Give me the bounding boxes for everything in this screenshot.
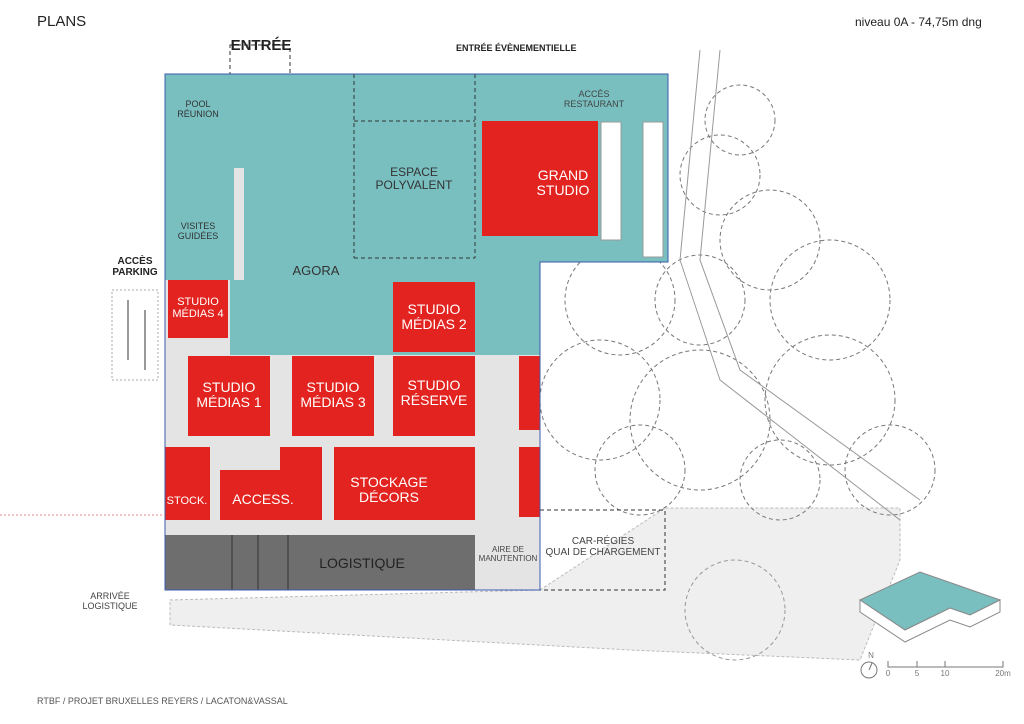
road-outline bbox=[679, 49, 921, 661]
stockage-decors bbox=[334, 447, 475, 520]
scale-tick: 0 bbox=[885, 669, 891, 678]
ground-area bbox=[169, 507, 901, 661]
scale-tick: 10 bbox=[940, 669, 950, 678]
studio-medias-3 bbox=[292, 356, 374, 436]
scale-tick: 5 bbox=[914, 669, 920, 678]
access bbox=[220, 447, 322, 520]
studio-medias-2 bbox=[393, 282, 475, 352]
parking-lane bbox=[111, 289, 159, 381]
aire-manutention-zone bbox=[475, 535, 540, 590]
page-title: PLANS bbox=[37, 13, 87, 30]
studio-reserve bbox=[393, 356, 475, 436]
axonometric-view bbox=[858, 571, 1002, 643]
studios bbox=[165, 121, 598, 520]
level-label: niveau 0A - 74,75m dng bbox=[855, 15, 982, 29]
logistique-label: LOGISTIQUE bbox=[319, 555, 405, 571]
north-arrow-icon bbox=[860, 661, 878, 679]
studio-medias-1 bbox=[188, 356, 270, 436]
entree-evenementielle-label: ENTRÉE ÉVÈNEMENTIELLE bbox=[456, 43, 577, 53]
stock-label: STOCK. bbox=[166, 495, 208, 507]
agora-label: AGORA bbox=[292, 263, 340, 278]
grand-studio bbox=[482, 121, 598, 236]
stock bbox=[165, 447, 210, 520]
scale-tick: 20m bbox=[995, 669, 1011, 678]
footer-credit: RTBF / PROJET BRUXELLES REYERS / LACATON… bbox=[37, 696, 288, 706]
access-label: ACCESS. bbox=[232, 491, 294, 507]
studio-medias-4 bbox=[168, 280, 228, 338]
car-regies-zone bbox=[539, 509, 666, 591]
scale-bar bbox=[887, 661, 1004, 668]
north-label: N bbox=[868, 651, 874, 660]
logistique-block bbox=[165, 535, 475, 590]
entree-label: ENTRÉE bbox=[230, 37, 292, 54]
